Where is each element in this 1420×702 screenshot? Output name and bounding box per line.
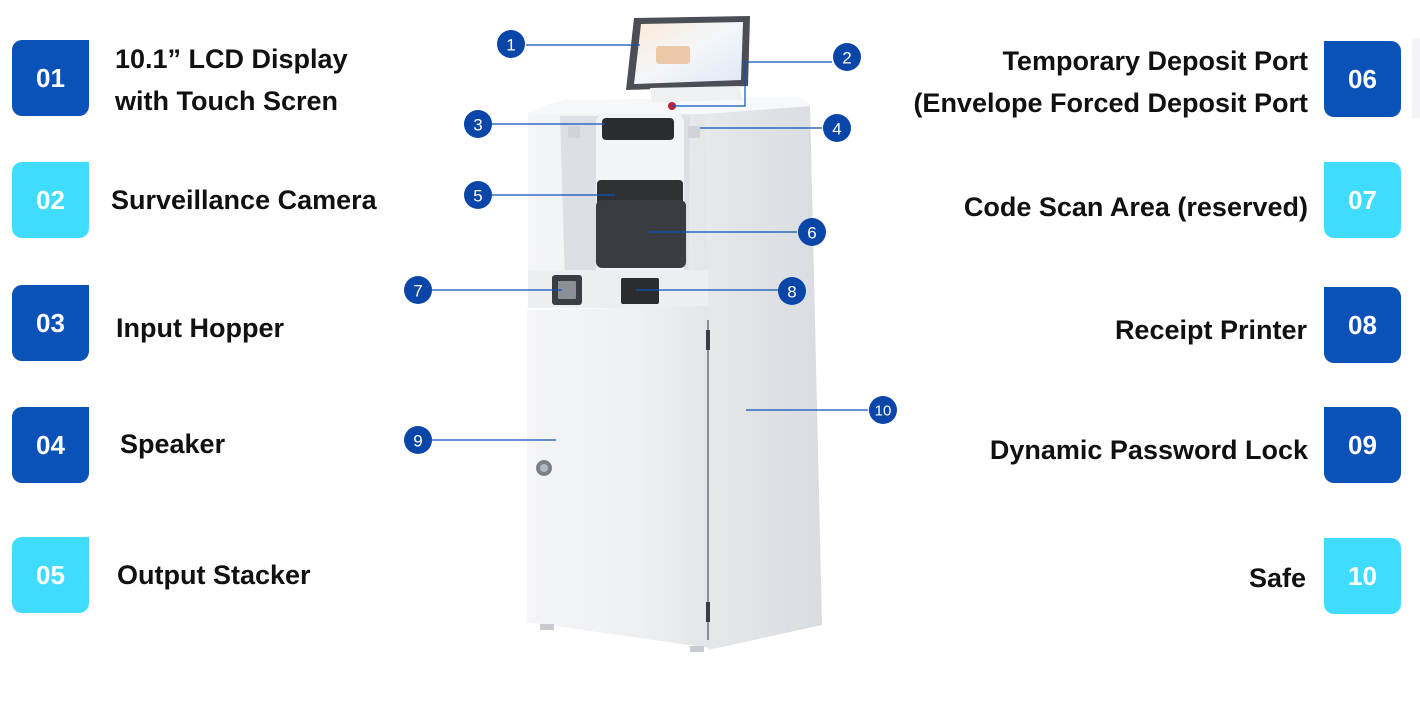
callout-8: 8	[778, 277, 806, 305]
svg-text:1: 1	[506, 36, 515, 55]
callout-6: 6	[798, 218, 826, 246]
input-hopper	[602, 118, 674, 140]
callout-3: 3	[464, 110, 492, 138]
display-stand	[650, 86, 742, 102]
callout-4: 4	[823, 114, 851, 142]
svg-text:10: 10	[875, 403, 892, 420]
callout-5: 5	[464, 181, 492, 209]
label-code-scan-area: Code Scan Area (reserved)	[963, 192, 1308, 222]
svg-text:7: 7	[413, 282, 422, 301]
badge-06: 06	[1324, 41, 1401, 117]
badge-09: 09	[1324, 407, 1401, 483]
badge-03: 03	[12, 285, 89, 361]
svg-text:5: 5	[473, 187, 482, 206]
callout-1: 1	[497, 30, 525, 58]
callout-10: 10	[869, 396, 897, 424]
label-temporary-deposit-port: Temporary Deposit Port (Envelope Forced …	[913, 46, 1308, 118]
cabinet-side-panel	[705, 104, 822, 650]
speaker-grille-right	[688, 126, 700, 138]
label-speaker: Speaker	[120, 429, 226, 459]
receipt-printer-slot	[621, 278, 659, 304]
screen-content	[656, 46, 690, 64]
callout-9: 9	[404, 426, 432, 454]
svg-text:9: 9	[413, 432, 422, 451]
callout-7: 7	[404, 276, 432, 304]
callout-2: 2	[833, 43, 861, 71]
badge-02: 02	[12, 162, 89, 238]
badge-01: 01	[12, 40, 89, 116]
leader-2	[672, 61, 832, 107]
code-scan-glass	[558, 281, 576, 299]
leader-lines	[432, 44, 868, 441]
label-input-hopper: Input Hopper	[116, 313, 284, 343]
badge-04: 04	[12, 407, 89, 483]
label-safe: Safe	[1248, 563, 1306, 593]
foot-left	[540, 624, 554, 630]
badge-07: 07	[1324, 162, 1401, 238]
svg-text:2: 2	[842, 49, 851, 68]
safe-lock-core	[540, 464, 548, 472]
label-output-stacker: Output Stacker	[117, 560, 311, 590]
svg-text:3: 3	[473, 116, 482, 135]
svg-text:6: 6	[807, 224, 816, 243]
output-stacker-slot	[597, 180, 683, 206]
label-dynamic-password-lock: Dynamic Password Lock	[989, 435, 1308, 465]
label-surveillance-camera: Surveillance Camera	[111, 185, 377, 215]
svg-text:8: 8	[787, 283, 796, 302]
deposit-port	[596, 200, 686, 268]
foot-right	[690, 646, 704, 652]
badge-08: 08	[1324, 287, 1401, 363]
safe-door	[527, 306, 710, 648]
badge-05: 05	[12, 537, 89, 613]
badge-10: 10	[1324, 538, 1401, 614]
label-lcd-display: 10.1” LCD Display with Touch Scren	[115, 44, 348, 116]
label-receipt-printer: Receipt Printer	[1114, 315, 1307, 345]
svg-text:4: 4	[832, 120, 841, 139]
speaker-grille-left	[568, 126, 580, 138]
edge-strip	[1412, 38, 1420, 118]
